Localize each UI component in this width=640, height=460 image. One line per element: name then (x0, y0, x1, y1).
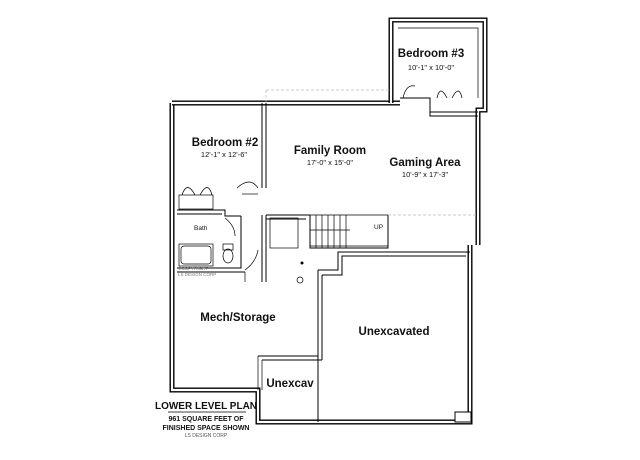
bedroom-2-label: Bedroom #2 (192, 137, 258, 149)
gaming-area-label: Gaming Area (389, 157, 461, 169)
plan-subtitle-line-2: FINISHED SPACE SHOWN (163, 425, 250, 432)
dashed-ceiling-lines (265, 89, 478, 216)
bath-label: Bath (194, 225, 208, 232)
plan-corp: LS DESIGN CORP (185, 433, 228, 439)
bedroom-3-label: Bedroom #3 (398, 48, 464, 60)
plan-subtitle-line-1: 961 SQUARE FEET OF (168, 416, 244, 423)
stair-up-label: UP (374, 224, 383, 231)
plan-title: LOWER LEVEL PLAN (155, 401, 257, 412)
bedroom-3-dims: 10'-1" x 10'-0" (408, 63, 454, 72)
mech-storage-label: Mech/Storage (200, 312, 275, 324)
plan-title-block: LOWER LEVEL PLAN 961 SQUARE FEET OF FINI… (155, 401, 257, 439)
family-room-label: Family Room (294, 145, 366, 157)
bedroom-2-dims: 12'-1" x 12'-6" (201, 150, 247, 159)
unexcavated-label: Unexcavated (359, 326, 430, 338)
unexcav-label: Unexcav (266, 378, 314, 390)
bedroom-2-walls (177, 103, 267, 217)
exterior-walls (169, 17, 488, 425)
family-room-dims: 17'-0" x 15'-0" (307, 158, 353, 167)
gaming-area-dims: 10'-9" x 17'-3" (402, 170, 448, 179)
copyright-line-1: ©COPYRIGHT (178, 265, 208, 271)
copyright-line-2: LS DESIGN CORP (178, 272, 216, 277)
central-walls (244, 214, 470, 422)
bath-fixtures (177, 216, 259, 273)
bedroom-3-walls (398, 27, 479, 117)
